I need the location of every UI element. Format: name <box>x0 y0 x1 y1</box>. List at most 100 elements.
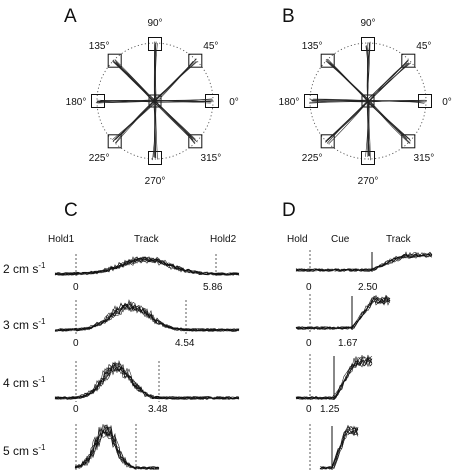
trajectory <box>156 101 196 141</box>
trajectory <box>368 99 410 144</box>
response-trace <box>295 253 433 272</box>
trajectory <box>153 61 197 102</box>
tick-label: 0 <box>73 282 79 293</box>
trajectory <box>312 100 370 103</box>
response-trace <box>295 357 373 400</box>
target-135 <box>107 53 122 68</box>
response-trace <box>295 296 391 330</box>
phase-label-hold1: Hold1 <box>48 234 75 245</box>
panel-label-b: B <box>282 6 295 27</box>
panel-label-a: A <box>64 6 77 27</box>
trajectory <box>154 99 156 158</box>
trajectory <box>97 99 157 104</box>
panel-c-phase-header: Hold1 Track Hold2 <box>48 234 237 245</box>
velocity-trace <box>54 304 240 332</box>
speed-label-row-4: 5 cm s-1 <box>3 443 46 458</box>
center-out-panel-a: 90°45°0°315°270°225°180°135° <box>66 18 239 187</box>
trajectory <box>368 100 425 104</box>
velocity-trace <box>54 299 240 332</box>
direction-label-45: 45° <box>416 41 431 52</box>
phase-label-cue: Cue <box>331 234 350 245</box>
tick-label: 4.54 <box>175 338 195 349</box>
trajectory <box>112 100 155 142</box>
response-trace <box>319 425 359 470</box>
velocity-trace <box>54 301 240 332</box>
velocity-trace <box>54 363 240 400</box>
speed-label-row-2: 3 cm s-1 <box>3 317 46 332</box>
direction-label-45: 45° <box>203 41 218 52</box>
target-315 <box>401 134 416 149</box>
direction-label-135: 135° <box>89 41 110 52</box>
tick-label: 1.25 <box>320 404 340 415</box>
direction-label-135: 135° <box>302 41 323 52</box>
panel-label-c: C <box>64 200 78 221</box>
trajectory <box>154 100 157 158</box>
trajectory <box>368 101 408 140</box>
trajectory <box>368 62 411 103</box>
direction-label-315: 315° <box>201 153 222 164</box>
direction-label-270: 270° <box>358 176 379 187</box>
velocity-trace <box>54 256 240 276</box>
velocity-trace <box>54 364 240 400</box>
trajectory <box>367 100 411 140</box>
trajectory <box>365 45 369 102</box>
panel-d-phase-header: Hold Cue Track <box>287 234 412 245</box>
tick-label: 0 <box>306 404 312 415</box>
tick-label: 5.86 <box>203 282 223 293</box>
response-trace <box>295 294 391 330</box>
direction-label-270: 270° <box>145 176 166 187</box>
tick-label: 0 <box>306 338 312 349</box>
response-trace <box>295 294 391 330</box>
target-0 <box>418 94 432 108</box>
panel-d-traces <box>295 250 433 472</box>
tick-label: 0 <box>306 282 312 293</box>
target-225 <box>320 134 335 149</box>
trajectory <box>368 62 408 102</box>
velocity-trace <box>54 362 240 400</box>
trajectory <box>115 101 155 144</box>
tick-label: 3.48 <box>148 404 168 415</box>
target-135 <box>320 53 335 68</box>
velocity-trace <box>54 256 240 276</box>
workspace-circle <box>96 42 214 160</box>
trajectory <box>153 101 196 143</box>
workspace-circle <box>309 42 427 160</box>
trajectory <box>328 62 370 101</box>
velocity-trace <box>74 428 160 470</box>
direction-label-315: 315° <box>414 153 435 164</box>
direction-label-90: 90° <box>147 18 162 29</box>
trajectory <box>100 99 156 102</box>
trajectory <box>153 44 156 101</box>
trajectory <box>156 61 194 103</box>
trajectory <box>310 100 368 103</box>
panel-c-traces <box>54 254 240 472</box>
direction-label-0: 0° <box>229 97 239 108</box>
velocity-trace <box>54 359 240 400</box>
trajectory <box>155 46 157 102</box>
tick-label: 0 <box>73 404 79 415</box>
direction-label-180: 180° <box>66 97 87 108</box>
response-trace <box>295 295 391 330</box>
phase-label-hold2: Hold2 <box>210 234 237 245</box>
trajectory <box>367 102 371 161</box>
phase-label-track-c: Track <box>134 234 160 245</box>
trajectory <box>366 99 426 103</box>
trajectory <box>115 61 155 102</box>
speed-label-row-3: 4 cm s-1 <box>3 375 46 390</box>
direction-label-0: 0° <box>442 97 452 108</box>
trajectory <box>368 62 409 102</box>
trajectory <box>114 59 155 101</box>
target-45 <box>188 53 203 68</box>
tick-label: 1.67 <box>338 338 358 349</box>
tick-label: 0 <box>73 338 79 349</box>
response-trace <box>295 251 433 272</box>
trajectory <box>369 100 411 140</box>
response-trace <box>295 294 391 330</box>
speed-label-row-1: 2 cm s-1 <box>3 261 46 276</box>
target-315 <box>188 134 203 149</box>
tick-label: 2.50 <box>358 282 378 293</box>
panel-c-ticks: 0 5.86 0 4.54 0 3.48 <box>73 282 223 415</box>
trajectory <box>325 58 369 101</box>
direction-label-90: 90° <box>360 18 375 29</box>
